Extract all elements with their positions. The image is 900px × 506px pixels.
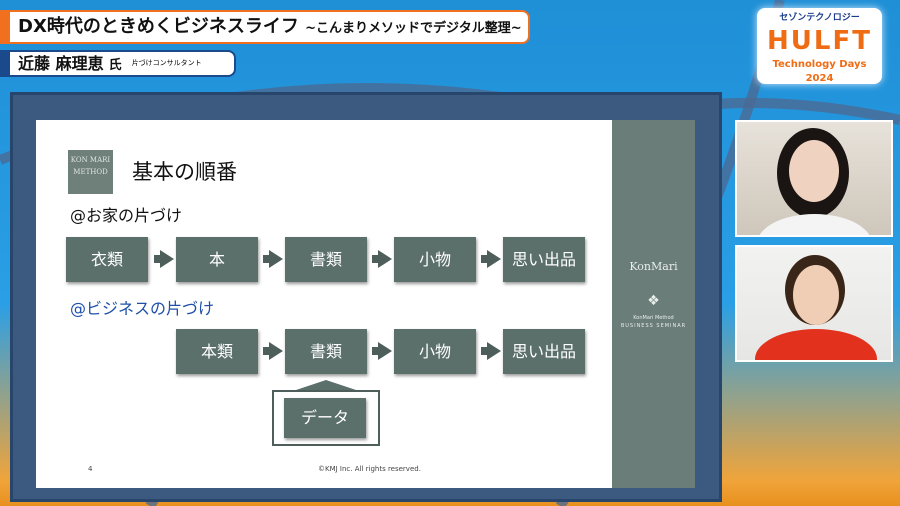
business-step: 小物 (394, 329, 476, 374)
event-logo: セゾンテクノロジー HULFT Technology Days 2024 (757, 8, 882, 84)
arrow-right-icon (263, 342, 283, 360)
speaker-role: 片づけコンサルタント (131, 59, 202, 67)
arrow-right-icon (481, 342, 501, 360)
session-subtitle: ~こんまりメソッドでデジタル整理~ (305, 21, 522, 36)
sidebar-line2: BUSINESS SEMINAR (620, 323, 687, 329)
business-step: 書類 (285, 329, 367, 374)
slide-sidebar: KonMari ❖ KonMari Method BUSINESS SEMINA… (612, 120, 695, 488)
home-step: 思い出品 (503, 237, 585, 282)
arrow-right-icon (372, 250, 392, 268)
business-step: 本類 (176, 329, 258, 374)
speaker-body (757, 214, 872, 235)
home-label: @お家の片づけ (70, 206, 183, 225)
diamond-logo-icon: ❖ (647, 293, 660, 309)
home-step: 小物 (394, 237, 476, 282)
home-step: 衣類 (66, 237, 148, 282)
slide-heading: 基本の順番 (132, 160, 237, 184)
home-step: 書類 (285, 237, 367, 282)
speaker-banner: 近藤 麻理恵 氏 片づけコンサルタント (0, 50, 236, 77)
arrow-up-icon (296, 380, 356, 390)
speaker-video-1 (735, 120, 893, 237)
sidebar-line1: KonMari Method (633, 315, 674, 321)
speaker-face (789, 140, 839, 202)
page-number: 4 (88, 465, 93, 473)
session-title-banner: DX時代のときめくビジネスライフ ~こんまりメソッドでデジタル整理~ (0, 10, 530, 44)
home-step: 本 (176, 237, 258, 282)
logo-company: セゾンテクノロジー (779, 13, 860, 23)
logo-event: Technology Days 2024 (772, 59, 867, 84)
speaker-face (793, 265, 839, 325)
data-step: データ (284, 398, 366, 438)
arrow-right-icon (372, 342, 392, 360)
business-label: @ビジネスの片づけ (70, 299, 215, 318)
speaker-video-2 (735, 245, 893, 362)
copyright: ©KMJ Inc. All rights reserved. (318, 465, 421, 473)
arrow-right-icon (263, 250, 283, 268)
speaker-name: 近藤 麻理恵 (18, 54, 104, 73)
sidebar-brand: KonMari (629, 260, 678, 273)
speaker-body (755, 329, 877, 360)
honorific: 氏 (108, 58, 122, 73)
business-step: 思い出品 (503, 329, 585, 374)
session-title: DX時代のときめくビジネスライフ (18, 16, 299, 37)
logo-product: HULFT (767, 26, 872, 56)
konmari-method-logo: KON MARI METHOD (68, 150, 113, 194)
arrow-right-icon (154, 250, 174, 268)
arrow-right-icon (481, 250, 501, 268)
